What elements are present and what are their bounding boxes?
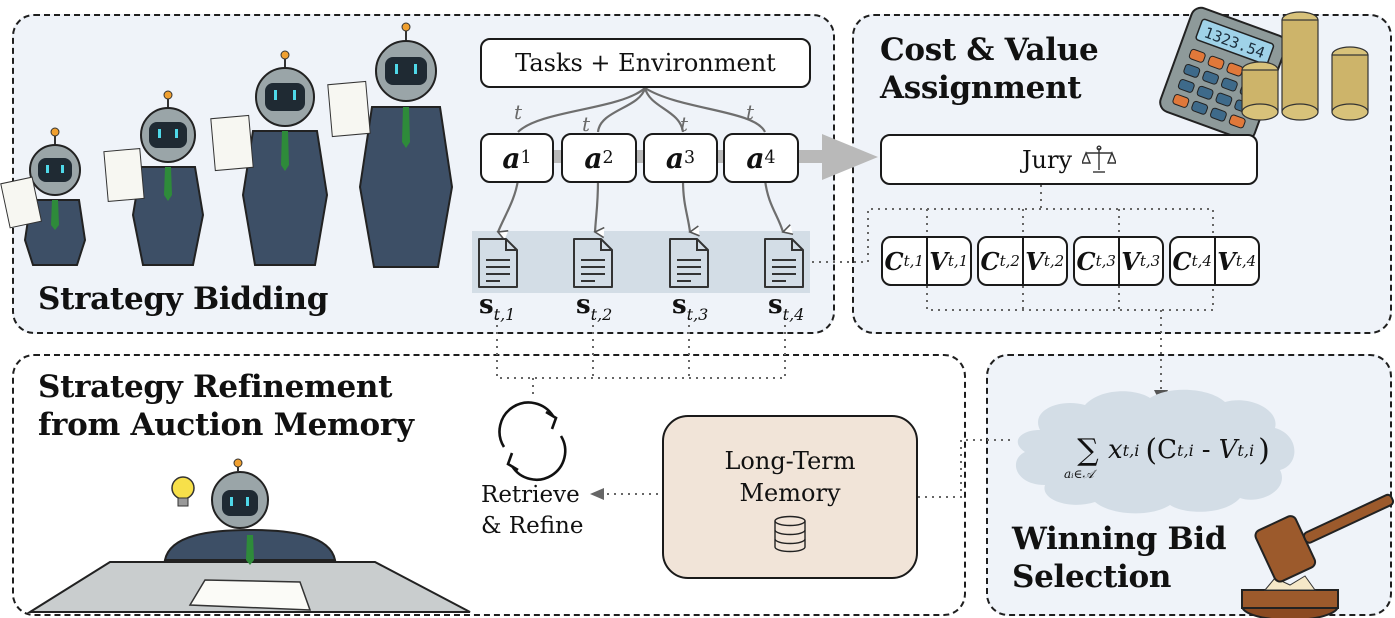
formula-c: C <box>1157 435 1178 465</box>
formula-x: x <box>1108 435 1123 465</box>
long-term-memory-box[interactable]: Long-Term Memory <box>662 415 918 579</box>
document-icon[interactable] <box>476 236 520 290</box>
retrieve-refine-label: Retrieve & Refine <box>481 480 583 542</box>
strategy-strip <box>472 231 810 293</box>
winning-bid-title: Winning Bid Selection <box>1012 520 1227 596</box>
jury-box[interactable]: Jury <box>880 134 1258 185</box>
document-icon[interactable] <box>667 236 711 290</box>
agent-a3-subscript: 3 <box>684 148 696 168</box>
cost-value-title-line1: Cost & Value <box>880 32 1099 68</box>
cost-value-title: Cost & Value Assignment <box>880 31 1099 107</box>
document-icon[interactable] <box>762 236 806 290</box>
tasks-environment-label: Tasks + Environment <box>515 49 776 77</box>
formula-x-subscript: t,i <box>1122 440 1140 460</box>
edge-label-t-2: t <box>582 112 591 136</box>
strategy-refinement-title: Strategy Refinement from Auction Memory <box>38 368 414 444</box>
winning-bid-title-line1: Winning Bid <box>1012 521 1227 557</box>
database-icon <box>774 515 806 553</box>
memory-label-line2: Memory <box>739 479 841 507</box>
strategy-bidding-title: Strategy Bidding <box>38 281 329 317</box>
refinement-title-line2: from Auction Memory <box>38 407 414 443</box>
formula-c-subscript: t,i <box>1177 440 1194 460</box>
agent-a3-symbol: a <box>665 141 685 175</box>
agent-a4-symbol: a <box>746 141 765 175</box>
document-icon[interactable] <box>571 236 615 290</box>
formula-sum-symbol: ∑ <box>1077 432 1099 468</box>
formula-minus: - <box>1201 435 1211 465</box>
formula-close-paren: ) <box>1258 432 1270 468</box>
formula-sum-subscript: aᵢ∈𝒜 <box>1064 466 1094 481</box>
strategy-label-s4: st,4 <box>768 290 805 325</box>
agent-a1-symbol: a <box>502 141 521 175</box>
scales-icon <box>1082 145 1117 173</box>
edge-label-t-1: t <box>514 100 523 124</box>
agent-a4-subscript: 4 <box>764 148 776 168</box>
refinement-title-line1: Strategy Refinement <box>38 369 393 405</box>
formula-v: V <box>1218 435 1238 465</box>
strategy-label-s2: st,2 <box>576 290 613 325</box>
tasks-environment-box[interactable]: Tasks + Environment <box>480 38 811 88</box>
retrieve-line2: & Refine <box>481 513 584 539</box>
edge-label-t-3: t <box>680 112 689 136</box>
agent-a1-subscript: 1 <box>520 148 532 168</box>
edge-label-t-4: t <box>746 100 755 124</box>
winning-bid-title-line2: Selection <box>1012 559 1172 595</box>
strategy-label-s3: st,3 <box>672 290 709 325</box>
formula-open-paren: ( <box>1145 432 1158 468</box>
retrieve-line1: Retrieve <box>481 482 580 508</box>
cost-value-title-line2: Assignment <box>880 70 1082 106</box>
agent-a2-subscript: 2 <box>602 148 614 168</box>
strategy-label-s1: st,1 <box>479 290 516 325</box>
jury-label: Jury <box>1021 145 1073 174</box>
memory-label-line1: Long-Term <box>724 447 856 475</box>
agent-a2-symbol: a <box>584 141 603 175</box>
formula-v-subscript: t,i <box>1237 440 1255 460</box>
